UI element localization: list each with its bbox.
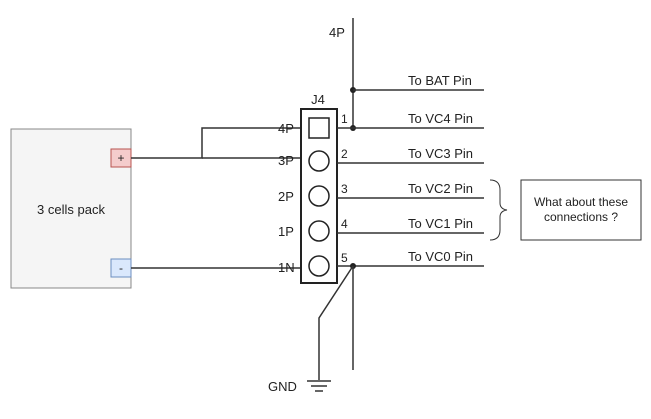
target-vc3: To VC3 Pin bbox=[408, 146, 473, 161]
pin-number-4: 4 bbox=[341, 217, 348, 231]
target-vc4: To VC4 Pin bbox=[408, 111, 473, 126]
annotation-box bbox=[520, 179, 642, 241]
pin-4-circle bbox=[308, 220, 330, 242]
pin-3-circle bbox=[308, 185, 330, 207]
vc0-to-gnd bbox=[318, 265, 354, 380]
gnd-label: GND bbox=[268, 379, 297, 394]
pack-tap-1p: 1P bbox=[278, 224, 294, 239]
pack-tap-4p: 4P bbox=[278, 121, 294, 136]
connector-ref: J4 bbox=[311, 92, 325, 107]
target-bat: To BAT Pin bbox=[408, 73, 472, 88]
pack-tap-1n: 1N bbox=[278, 260, 295, 275]
annotation-line-2: connections ? bbox=[544, 210, 618, 224]
battery-pack: 3 cells pack + - bbox=[10, 128, 132, 289]
pin-number-5: 5 bbox=[341, 251, 348, 265]
pin-number-2: 2 bbox=[341, 147, 348, 161]
target-vc1: To VC1 Pin bbox=[408, 216, 473, 231]
brace-icon bbox=[489, 179, 508, 241]
annotation: What about these connections ? bbox=[489, 179, 642, 241]
pin-number-1: 1 bbox=[341, 112, 348, 126]
target-vc0: To VC0 Pin bbox=[408, 249, 473, 264]
pack-tap-3p: 3P bbox=[278, 153, 294, 168]
ground-network: GND bbox=[268, 263, 356, 394]
battery-minus-sign: - bbox=[119, 261, 123, 275]
pin-5-circle bbox=[308, 255, 330, 277]
pack-tap-2p: 2P bbox=[278, 189, 294, 204]
net-label-top: 4P bbox=[329, 25, 345, 40]
plus-wire bbox=[131, 127, 305, 159]
battery-wires bbox=[131, 127, 305, 269]
pin-2-circle bbox=[308, 150, 330, 172]
connector-j4: J4 4P 3P 2P 1P 1N 1 2 3 4 5 bbox=[278, 92, 348, 284]
battery-label: 3 cells pack bbox=[37, 202, 105, 217]
target-vc2: To VC2 Pin bbox=[408, 181, 473, 196]
battery-plus-sign: + bbox=[117, 151, 124, 165]
output-nets: 4P To BAT Pin To VC4 Pin To VC3 Pin To V… bbox=[329, 18, 484, 267]
pin-1-square bbox=[308, 117, 330, 139]
annotation-line-1: What about these bbox=[534, 195, 628, 209]
pin-number-3: 3 bbox=[341, 182, 348, 196]
